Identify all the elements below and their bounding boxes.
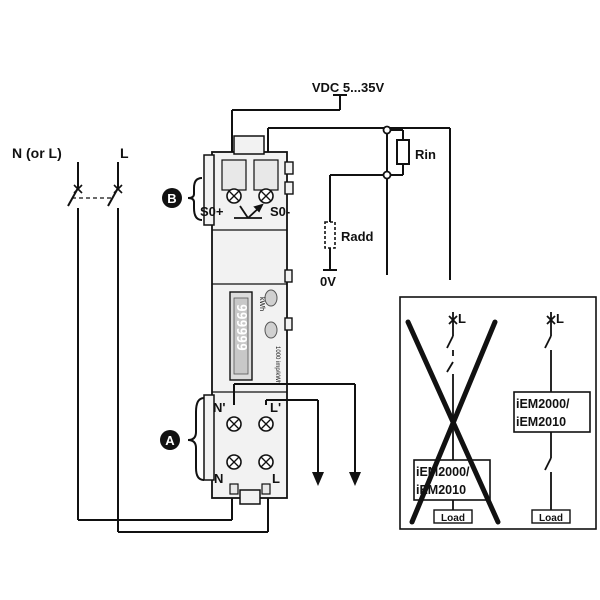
badge-b-label: B [167, 191, 176, 206]
brace-b [187, 177, 203, 221]
inset-wrong-model-1: iEM2000/ [416, 465, 470, 479]
node-bottom [382, 170, 392, 180]
radd-resistor [324, 221, 336, 249]
inset-wrong-line-label: L [458, 311, 466, 326]
inset-correct-load-label: Load [539, 513, 563, 524]
inset-correct-wiring [544, 312, 556, 510]
arrow-n-out [349, 472, 361, 486]
inset-correct-line-label: L [556, 311, 564, 326]
brace-a [187, 397, 205, 481]
neutral-line-label: N (or L) [12, 145, 62, 161]
s0-transistor [234, 203, 264, 219]
n-prime-label: N' [213, 400, 225, 415]
inset-wrong-load-label: Load [441, 513, 465, 524]
inset-wrong-load-box [433, 509, 473, 524]
inset-correct-meter-box [513, 391, 591, 433]
badge-b-circle [162, 188, 182, 208]
s0-minus-label: S0- [270, 204, 290, 219]
mains-lines [67, 162, 269, 533]
supply-wiring [231, 94, 451, 280]
meter-side-text: 1000 imp/kWh [274, 346, 280, 384]
supply-label: VDC 5...35V [312, 80, 385, 95]
l-terminal-label: L [272, 471, 280, 486]
badge-a-circle [160, 430, 180, 450]
energy-meter [203, 135, 294, 505]
s0-terminals [221, 159, 279, 204]
inset-wrong-model-2: iEM2010 [416, 483, 466, 497]
inset-correct-model-2: iEM2010 [516, 415, 566, 429]
rin-label: Rin [415, 147, 436, 162]
inset-correct-model-1: iEM2000/ [516, 397, 570, 411]
led-indicator [264, 289, 278, 307]
live-line-label: L [120, 145, 129, 161]
rin-resistor [396, 139, 410, 165]
s0-plus-label: S0+ [200, 204, 224, 219]
led-indicator-2 [264, 321, 278, 339]
power-terminals [226, 416, 274, 495]
meter-digits: 999999 [233, 304, 248, 351]
kwh-label: kWh [258, 297, 265, 311]
cross-line-2 [409, 319, 498, 525]
node-top [382, 125, 392, 135]
l-prime-label: L' [270, 400, 281, 415]
radd-label: Radd [341, 229, 374, 244]
badge-a-label: A [165, 433, 175, 448]
inset-correct-load-box [531, 509, 571, 524]
zero-v-label: 0V [320, 274, 336, 289]
arrow-l-out [312, 472, 324, 486]
load-outputs [233, 383, 356, 474]
breaker-x-marks [73, 184, 123, 194]
n-terminal-label: N [214, 471, 223, 486]
